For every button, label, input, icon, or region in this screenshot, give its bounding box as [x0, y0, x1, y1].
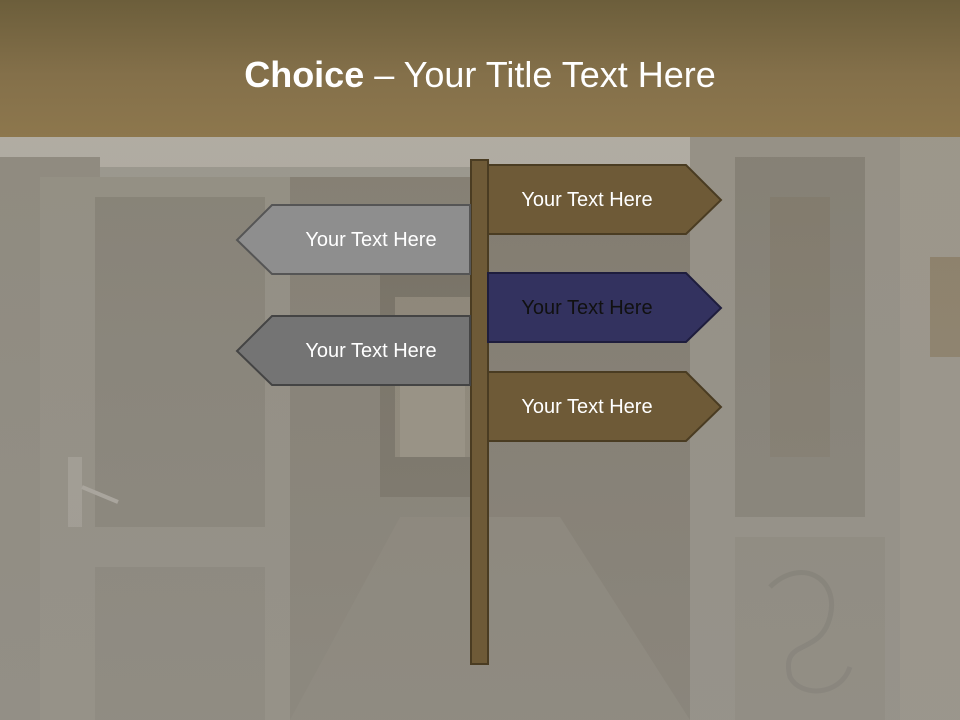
signpost-pole: [470, 159, 489, 665]
title-rest: – Your Title Text Here: [364, 54, 716, 95]
sign-label-4: Your Text Here: [305, 340, 437, 362]
sign-shape-3[interactable]: [487, 272, 723, 343]
sign-shape-5[interactable]: [487, 371, 723, 442]
sign-label-2: Your Text Here: [305, 229, 437, 251]
sign-label-1: Your Text Here: [521, 189, 653, 211]
sign-shape-1[interactable]: [487, 164, 723, 235]
sign-shape-2[interactable]: [235, 204, 471, 275]
sign-label-3: Your Text Here: [521, 297, 653, 319]
title-band: Choice – Your Title Text Here: [0, 0, 960, 137]
slide-title: Choice – Your Title Text Here: [0, 52, 960, 98]
sign-label-5: Your Text Here: [521, 396, 653, 418]
sign-shape-4[interactable]: [235, 315, 471, 386]
title-bold-part: Choice: [244, 54, 365, 95]
